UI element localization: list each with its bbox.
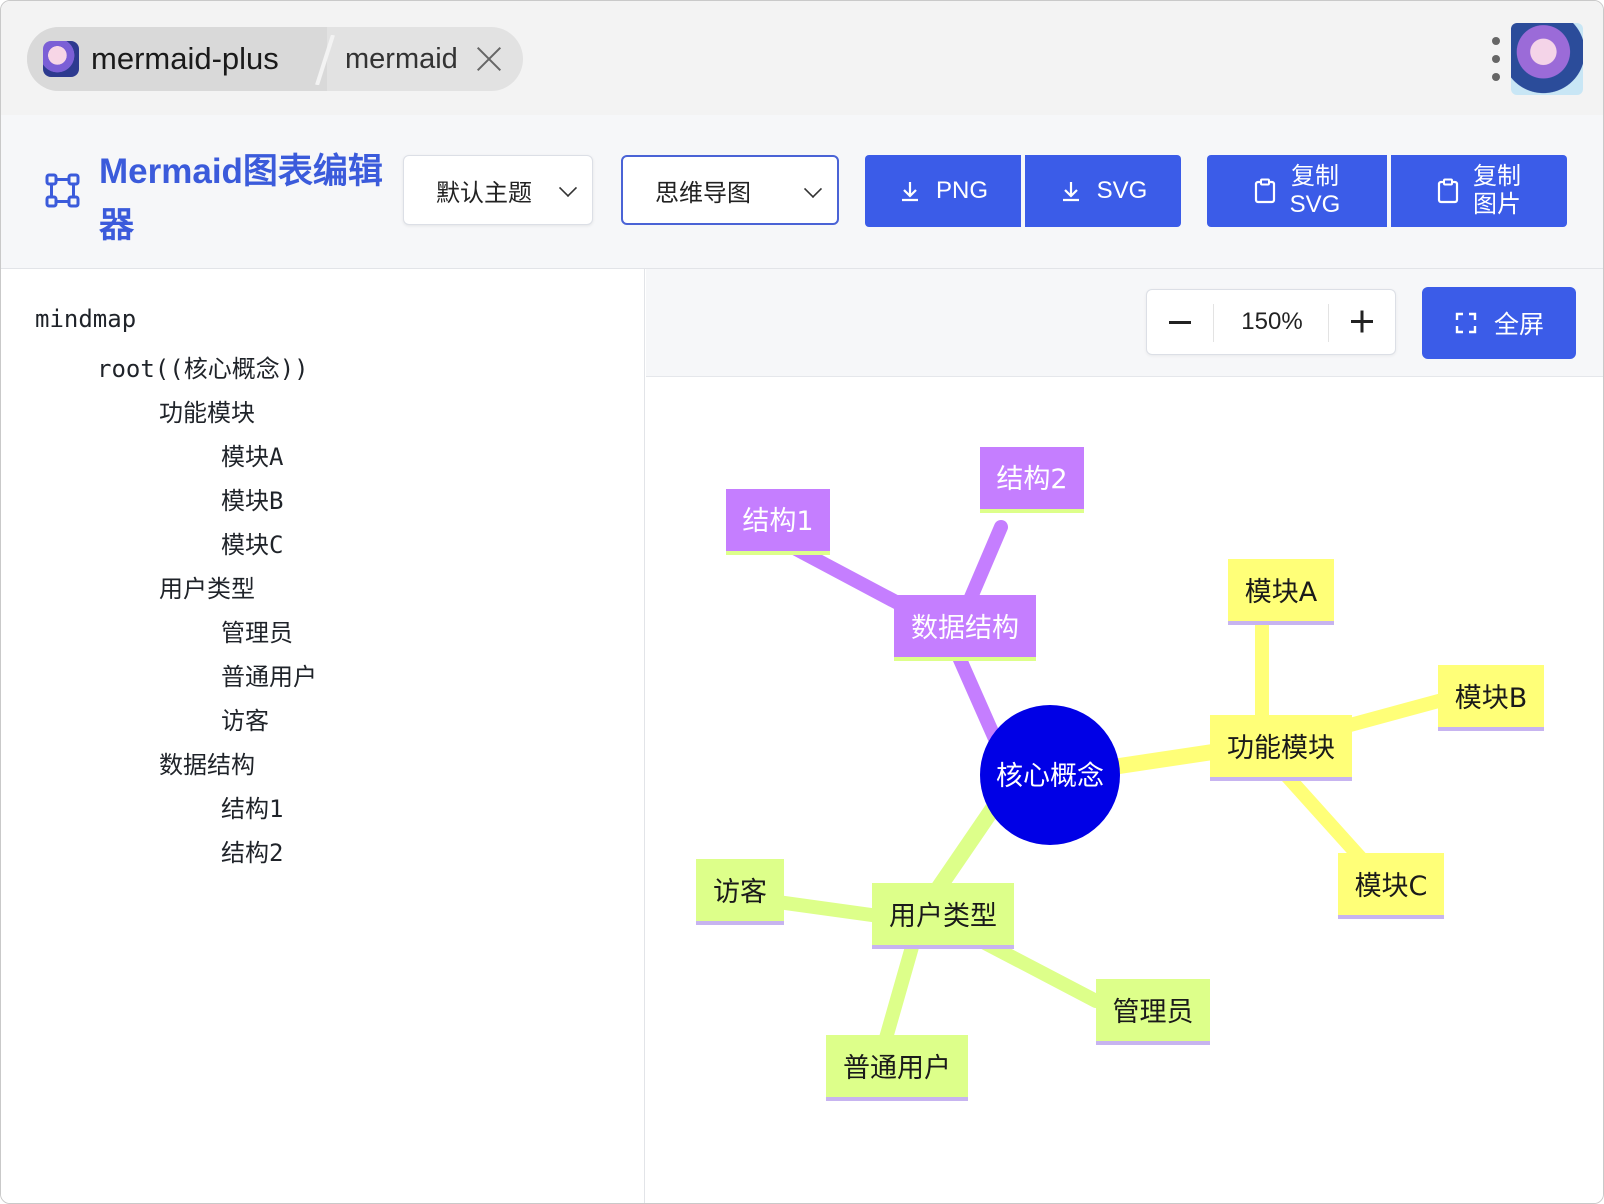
tab-title-secondary: mermaid (345, 42, 458, 75)
mindmap-node-label: 结构1 (742, 506, 813, 537)
copy-image-label: 复制 图片 (1473, 163, 1521, 219)
code-editor[interactable]: mindmap root((核心概念)) 功能模块 模块A 模块B 模块C 用户… (1, 269, 645, 1203)
mindmap-node[interactable]: 功能模块 (1210, 715, 1352, 781)
theme-select[interactable]: 默认主题 (403, 155, 593, 225)
mindmap-node[interactable]: 模块B (1438, 665, 1544, 731)
mindmap-node[interactable]: 管理员 (1096, 979, 1210, 1045)
mindmap-node-label: 用户类型 (889, 901, 997, 932)
app-title: Mermaid图表编辑器 (99, 152, 383, 245)
zoom-level: 150% (1241, 308, 1303, 335)
code-line: root((核心概念)) (97, 355, 309, 383)
divider (1213, 304, 1214, 342)
png-label: PNG (935, 177, 988, 204)
fullscreen-button[interactable]: 全屏 (1422, 287, 1576, 359)
mindmap-node[interactable]: 结构1 (726, 489, 830, 555)
copy-svg-label-line2: SVG (1289, 191, 1341, 218)
more-menu-icon[interactable] (1489, 37, 1503, 81)
tab-mermaid[interactable]: mermaid (319, 27, 523, 91)
download-svg-button[interactable]: SVG (1025, 155, 1181, 227)
mindmap-node[interactable]: 结构2 (980, 447, 1084, 513)
mindmap-node-label: 管理员 (1113, 997, 1194, 1028)
mindmap-node-label: 结构2 (996, 464, 1067, 495)
diagram-type-select[interactable]: 思维导图 (621, 155, 839, 225)
code-line: 普通用户 (221, 663, 317, 691)
diagram-logo-icon (45, 173, 80, 208)
mindmap-root-node[interactable]: 核心概念 (980, 705, 1120, 845)
code-line: 结构2 (221, 839, 284, 867)
theme-select-value: 默认主题 (436, 179, 532, 207)
code-line: 功能模块 (159, 399, 255, 427)
chevron-down-icon (803, 179, 823, 199)
preview-toolbar: 150% 全屏 (646, 269, 1603, 377)
mindmap-node[interactable]: 模块C (1338, 853, 1444, 919)
mindmap-node-label: 普通用户 (843, 1053, 951, 1084)
preview-pane: 150% 全屏 (646, 269, 1604, 1204)
avatar[interactable] (1511, 23, 1583, 95)
copy-svg-button[interactable]: 复制 SVG (1207, 155, 1387, 227)
tab-separator (315, 35, 335, 85)
code-line: 结构1 (221, 795, 284, 823)
fullscreen-label: 全屏 (1493, 311, 1544, 339)
code-line: 模块B (221, 487, 284, 515)
tab-mermaid-plus[interactable]: mermaid-plus (27, 27, 327, 91)
editor-toolbar: Mermaid图表编辑器 默认主题 思维导图 PNG SVG 复制 SVG (1, 115, 1603, 269)
code-line: 模块C (221, 531, 284, 559)
mindmap-node-label: 数据结构 (911, 613, 1019, 644)
mindmap-node-label: 模块B (1455, 683, 1528, 714)
code-line: 管理员 (221, 619, 293, 647)
code-line: 模块A (221, 443, 284, 471)
mindmap-node-label: 功能模块 (1227, 733, 1335, 764)
tab-bar: mermaid-plus mermaid (1, 1, 1603, 115)
mindmap-node-label: 访客 (713, 877, 767, 908)
copy-image-button[interactable]: 复制 图片 (1391, 155, 1567, 227)
mindmap-node-label: 模块C (1355, 871, 1428, 902)
svg-label: SVG (1096, 177, 1148, 204)
copy-image-label-line2: 图片 (1473, 191, 1521, 218)
code-line: 数据结构 (159, 751, 255, 779)
download-png-button[interactable]: PNG (865, 155, 1021, 227)
diagram-type-value: 思维导图 (655, 179, 751, 207)
close-icon[interactable] (476, 46, 502, 72)
copy-svg-label: 复制 SVG (1290, 163, 1341, 219)
mindmap-node[interactable]: 用户类型 (872, 883, 1014, 949)
download-icon (1062, 182, 1079, 202)
mindmap-root-label: 核心概念 (996, 761, 1104, 792)
mindmap-edge (951, 648, 1003, 748)
mindmap-edge (923, 793, 1006, 907)
chevron-down-icon (558, 178, 578, 198)
copy-image-label-line1: 复制 (1473, 163, 1521, 190)
code-line: 访客 (221, 707, 269, 735)
mindmap-edge (877, 940, 919, 1052)
clipboard-icon (1254, 178, 1275, 204)
mindmap-node-label: 模块A (1245, 577, 1318, 608)
mindmap-node[interactable]: 访客 (696, 859, 784, 925)
mindmap-node[interactable]: 数据结构 (894, 595, 1036, 661)
mindmap-node[interactable]: 普通用户 (826, 1035, 968, 1101)
code-line: mindmap (35, 305, 137, 333)
app-logo-icon (43, 41, 79, 77)
zoom-in-button[interactable] (1329, 290, 1395, 354)
copy-svg-label-line1: 复制 (1291, 163, 1339, 190)
code-line: 用户类型 (159, 575, 255, 603)
mindmap-node[interactable]: 模块A (1228, 559, 1334, 625)
download-icon (901, 182, 918, 202)
fullscreen-icon (1455, 312, 1477, 334)
zoom-out-button[interactable] (1147, 290, 1213, 354)
zoom-control: 150% (1146, 289, 1396, 355)
clipboard-icon (1437, 178, 1459, 204)
mindmap-diagram[interactable]: 结构1 结构2 数据结构 功能模块 模块A (646, 377, 1604, 1204)
tab-title: mermaid-plus (91, 41, 279, 76)
